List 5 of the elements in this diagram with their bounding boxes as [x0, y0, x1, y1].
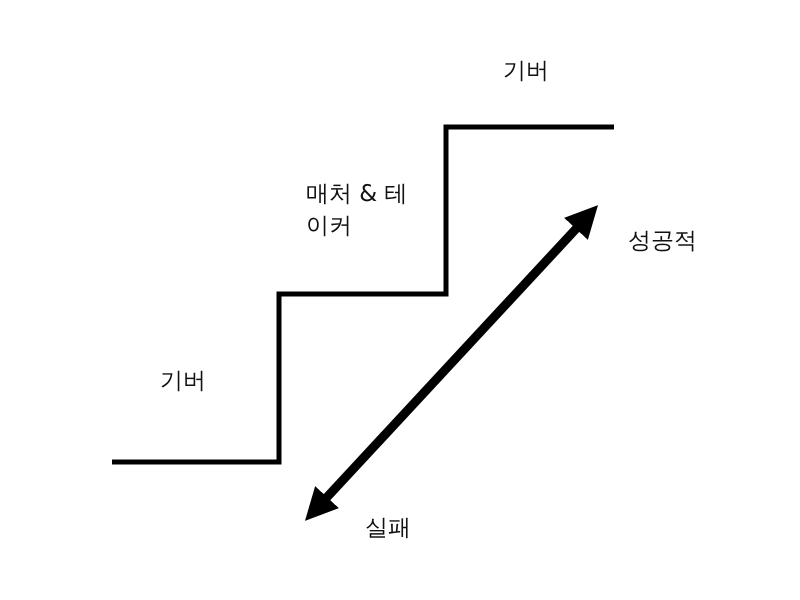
stage-label: 기버: [160, 367, 206, 396]
stage-label: 실패: [365, 514, 411, 543]
stage-label: 성공적: [628, 227, 697, 256]
stage-label: 기버: [503, 57, 549, 86]
stage-label: 매처 & 테이커: [306, 180, 409, 241]
